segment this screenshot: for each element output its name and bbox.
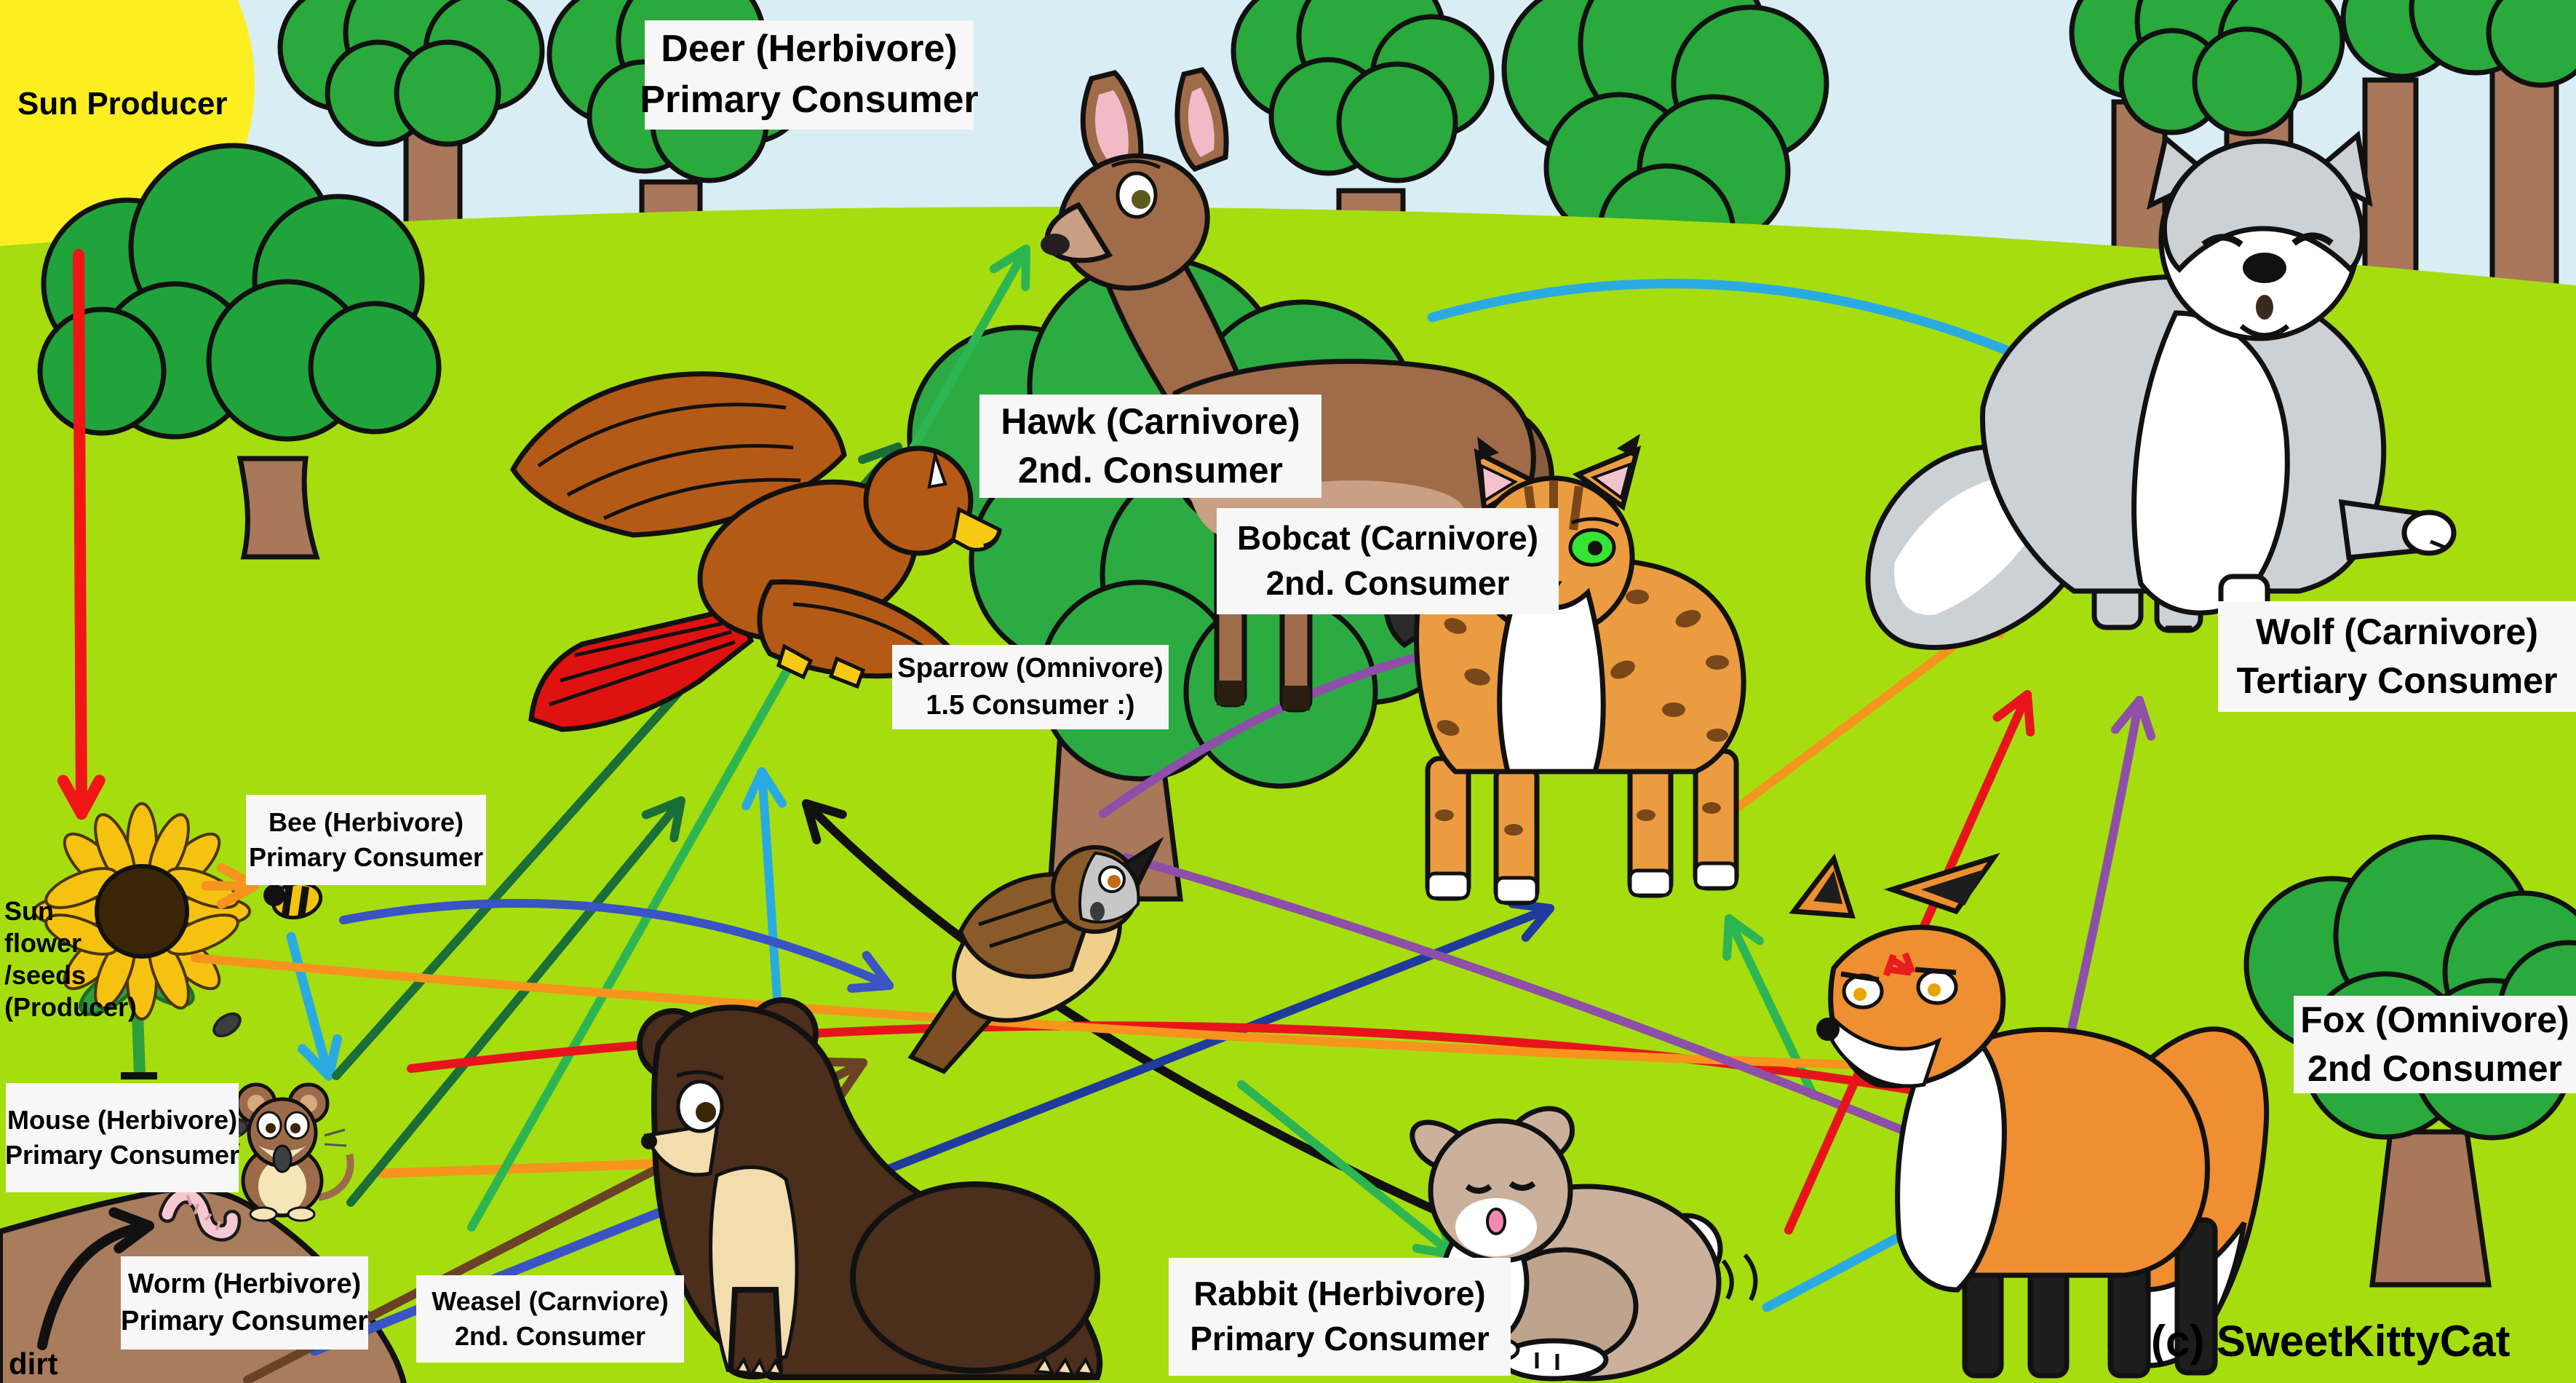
arrow-seeds-to-mouse: [286, 932, 343, 1081]
hawk-figure: [509, 371, 1002, 732]
sunflower-label-line4: (Producer): [4, 991, 138, 1022]
sparrow-figure: [907, 836, 1164, 1074]
bee-label: Bee (Herbivore) Primary Consumer: [246, 795, 486, 885]
fox-label: Fox (Omnivore) 2nd Consumer: [2294, 996, 2576, 1093]
wolf-label-line2: Tertiary Consumer: [2236, 660, 2558, 701]
mouse-figure: [218, 1082, 354, 1222]
hawk-label-line2: 2nd. Consumer: [1018, 450, 1283, 491]
arrow-seeds-to-sparrow: [339, 899, 894, 993]
sunflower-label-line2: flower: [4, 927, 82, 958]
weasel-label: Weasel (Carnviore) 2nd. Consumer: [416, 1275, 684, 1363]
sparrow-label-line1: Sparrow (Omnivore): [897, 653, 1164, 684]
arrow-grass-to-deer: [467, 245, 1030, 1232]
hawk-label-line1: Hawk (Carnivore): [1001, 401, 1300, 442]
credit-text: (c) SweetKittyCat: [2151, 1316, 2510, 1366]
sparrow-label-line2: 1.5 Consumer :): [926, 690, 1135, 721]
rabbit-figure: [1410, 1106, 1758, 1382]
arrow-dirt-to-worm: [37, 1207, 154, 1350]
credit-text-content: (c) SweetKittyCat: [2151, 1317, 2511, 1366]
fox-label-line2: 2nd Consumer: [2307, 1048, 2563, 1089]
arrow-seeds-to-hawk: [346, 796, 685, 1207]
sparrow-label: Sparrow (Omnivore) 1.5 Consumer :): [892, 645, 1169, 729]
wolf-label: Wolf (Carnivore) Tertiary Consumer: [2218, 601, 2576, 712]
deer-label-line2: Primary Consumer: [640, 79, 979, 121]
sunflower-label-line1: Sun: [4, 896, 54, 926]
tree-top-3: [1231, 0, 1495, 296]
weasel-label-line1: Weasel (Carnviore): [432, 1285, 669, 1316]
weasel-label-line2: 2nd. Consumer: [454, 1321, 646, 1351]
dirt-label-text: dirt: [9, 1347, 58, 1381]
sunflower-label: Sun flower /seeds (Producer): [4, 895, 137, 1023]
tree-top-1: [277, 0, 545, 243]
hawk-label: Hawk (Carnivore) 2nd. Consumer: [979, 395, 1321, 498]
bee-label-line1: Bee (Herbivore): [268, 807, 464, 837]
rabbit-label-line1: Rabbit (Herbivore): [1193, 1275, 1486, 1313]
mouse-label-line1: Mouse (Herbivore): [7, 1104, 238, 1135]
bee-label-line2: Primary Consumer: [248, 842, 484, 872]
deer-label: Deer (Herbivore) Primary Consumer: [640, 20, 979, 130]
rabbit-label: Rabbit (Herbivore) Primary Consumer: [1169, 1258, 1511, 1376]
wolf-label-line1: Wolf (Carnivore): [2256, 611, 2538, 652]
deer-label-line1: Deer (Herbivore): [661, 28, 958, 71]
sun-label: Sun Producer: [17, 86, 228, 122]
weasel-figure: [637, 997, 1103, 1380]
sun-label-text: Sun Producer: [17, 86, 228, 122]
mouse-label: Mouse (Herbivore) Primary Consumer: [4, 1083, 240, 1192]
rabbit-label-line2: Primary Consumer: [1190, 1320, 1490, 1358]
sunflower-label-line3: /seeds: [4, 959, 87, 990]
arrow-sun-to-sunflower: [57, 249, 106, 820]
mouse-label-line2: Primary Consumer: [4, 1140, 240, 1170]
tree-left: [37, 143, 442, 560]
fox-label-line1: Fox (Omnivore): [2300, 999, 2569, 1040]
bobcat-label-line2: 2nd. Consumer: [1265, 564, 1510, 602]
fox-figure: [1789, 852, 2270, 1379]
worm-label: Worm (Herbivore) Primary Consumer: [121, 1256, 368, 1350]
dirt-label: dirt: [9, 1347, 58, 1382]
sunflower-figure: [33, 802, 251, 1079]
bobcat-label-line1: Bobcat (Carnivore): [1236, 519, 1539, 558]
bobcat-label: Bobcat (Carnivore) 2nd. Consumer: [1217, 508, 1559, 614]
worm-label-line1: Worm (Herbivore): [127, 1269, 362, 1300]
wolf-figure: [1865, 130, 2457, 650]
worm-figure: [159, 1186, 242, 1242]
worm-label-line2: Primary Consumer: [121, 1306, 369, 1336]
